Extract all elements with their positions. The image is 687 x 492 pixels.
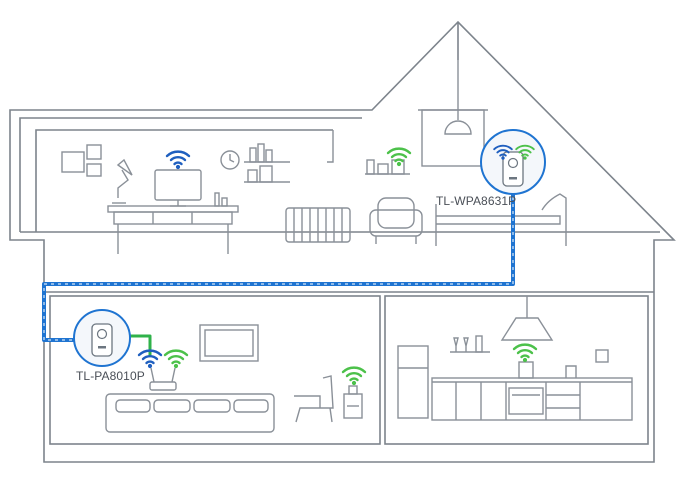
powerline-adapter-icon — [73, 309, 131, 367]
upstairs-furniture — [61, 60, 567, 254]
wifi-icon — [512, 343, 538, 363]
powerline-extender-icon — [480, 129, 546, 195]
kitchen-furniture — [397, 296, 633, 421]
wifi-icon — [386, 147, 412, 167]
living-room-furniture — [105, 324, 363, 433]
wifi-icon — [341, 366, 367, 386]
wifi-icon — [163, 349, 189, 369]
powerline-cable — [42, 190, 515, 342]
wifi-icon — [165, 150, 191, 170]
adapter-model-label: TL-PA8010P — [76, 369, 145, 383]
house-outline — [9, 20, 676, 463]
extender-model-label: TL-WPA8631P — [436, 194, 517, 208]
